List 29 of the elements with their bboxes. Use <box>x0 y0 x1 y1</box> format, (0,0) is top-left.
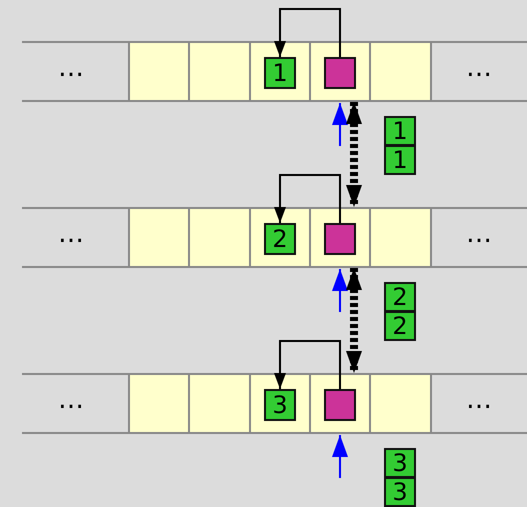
head-square <box>324 57 356 89</box>
pointer-arrow <box>332 269 348 312</box>
pointer-arrow <box>332 435 348 478</box>
double-arrow <box>346 102 362 207</box>
symbol-square: 1 <box>384 116 416 146</box>
tape-strip <box>22 373 527 434</box>
ellipsis: … <box>466 219 492 249</box>
symbol-square: 2 <box>264 223 296 255</box>
pointer-arrow <box>332 103 348 146</box>
loop-arrow <box>274 8 341 57</box>
ellipsis: … <box>466 53 492 83</box>
symbol-square: 3 <box>384 448 416 478</box>
ellipsis: … <box>58 53 84 83</box>
loop-arrow <box>274 174 341 223</box>
loop-arrow <box>274 340 341 389</box>
symbol-square: 1 <box>264 57 296 89</box>
symbol-square: 2 <box>384 311 416 341</box>
head-square <box>324 223 356 255</box>
symbol-square: 1 <box>384 145 416 175</box>
symbol-square: 3 <box>384 477 416 507</box>
symbol-square: 3 <box>264 389 296 421</box>
ellipsis: … <box>58 385 84 415</box>
double-arrow <box>346 268 362 373</box>
tape-strip <box>22 41 527 102</box>
head-square <box>324 389 356 421</box>
ellipsis: … <box>58 219 84 249</box>
symbol-square: 2 <box>384 282 416 312</box>
tape-strip <box>22 207 527 268</box>
ellipsis: … <box>466 385 492 415</box>
